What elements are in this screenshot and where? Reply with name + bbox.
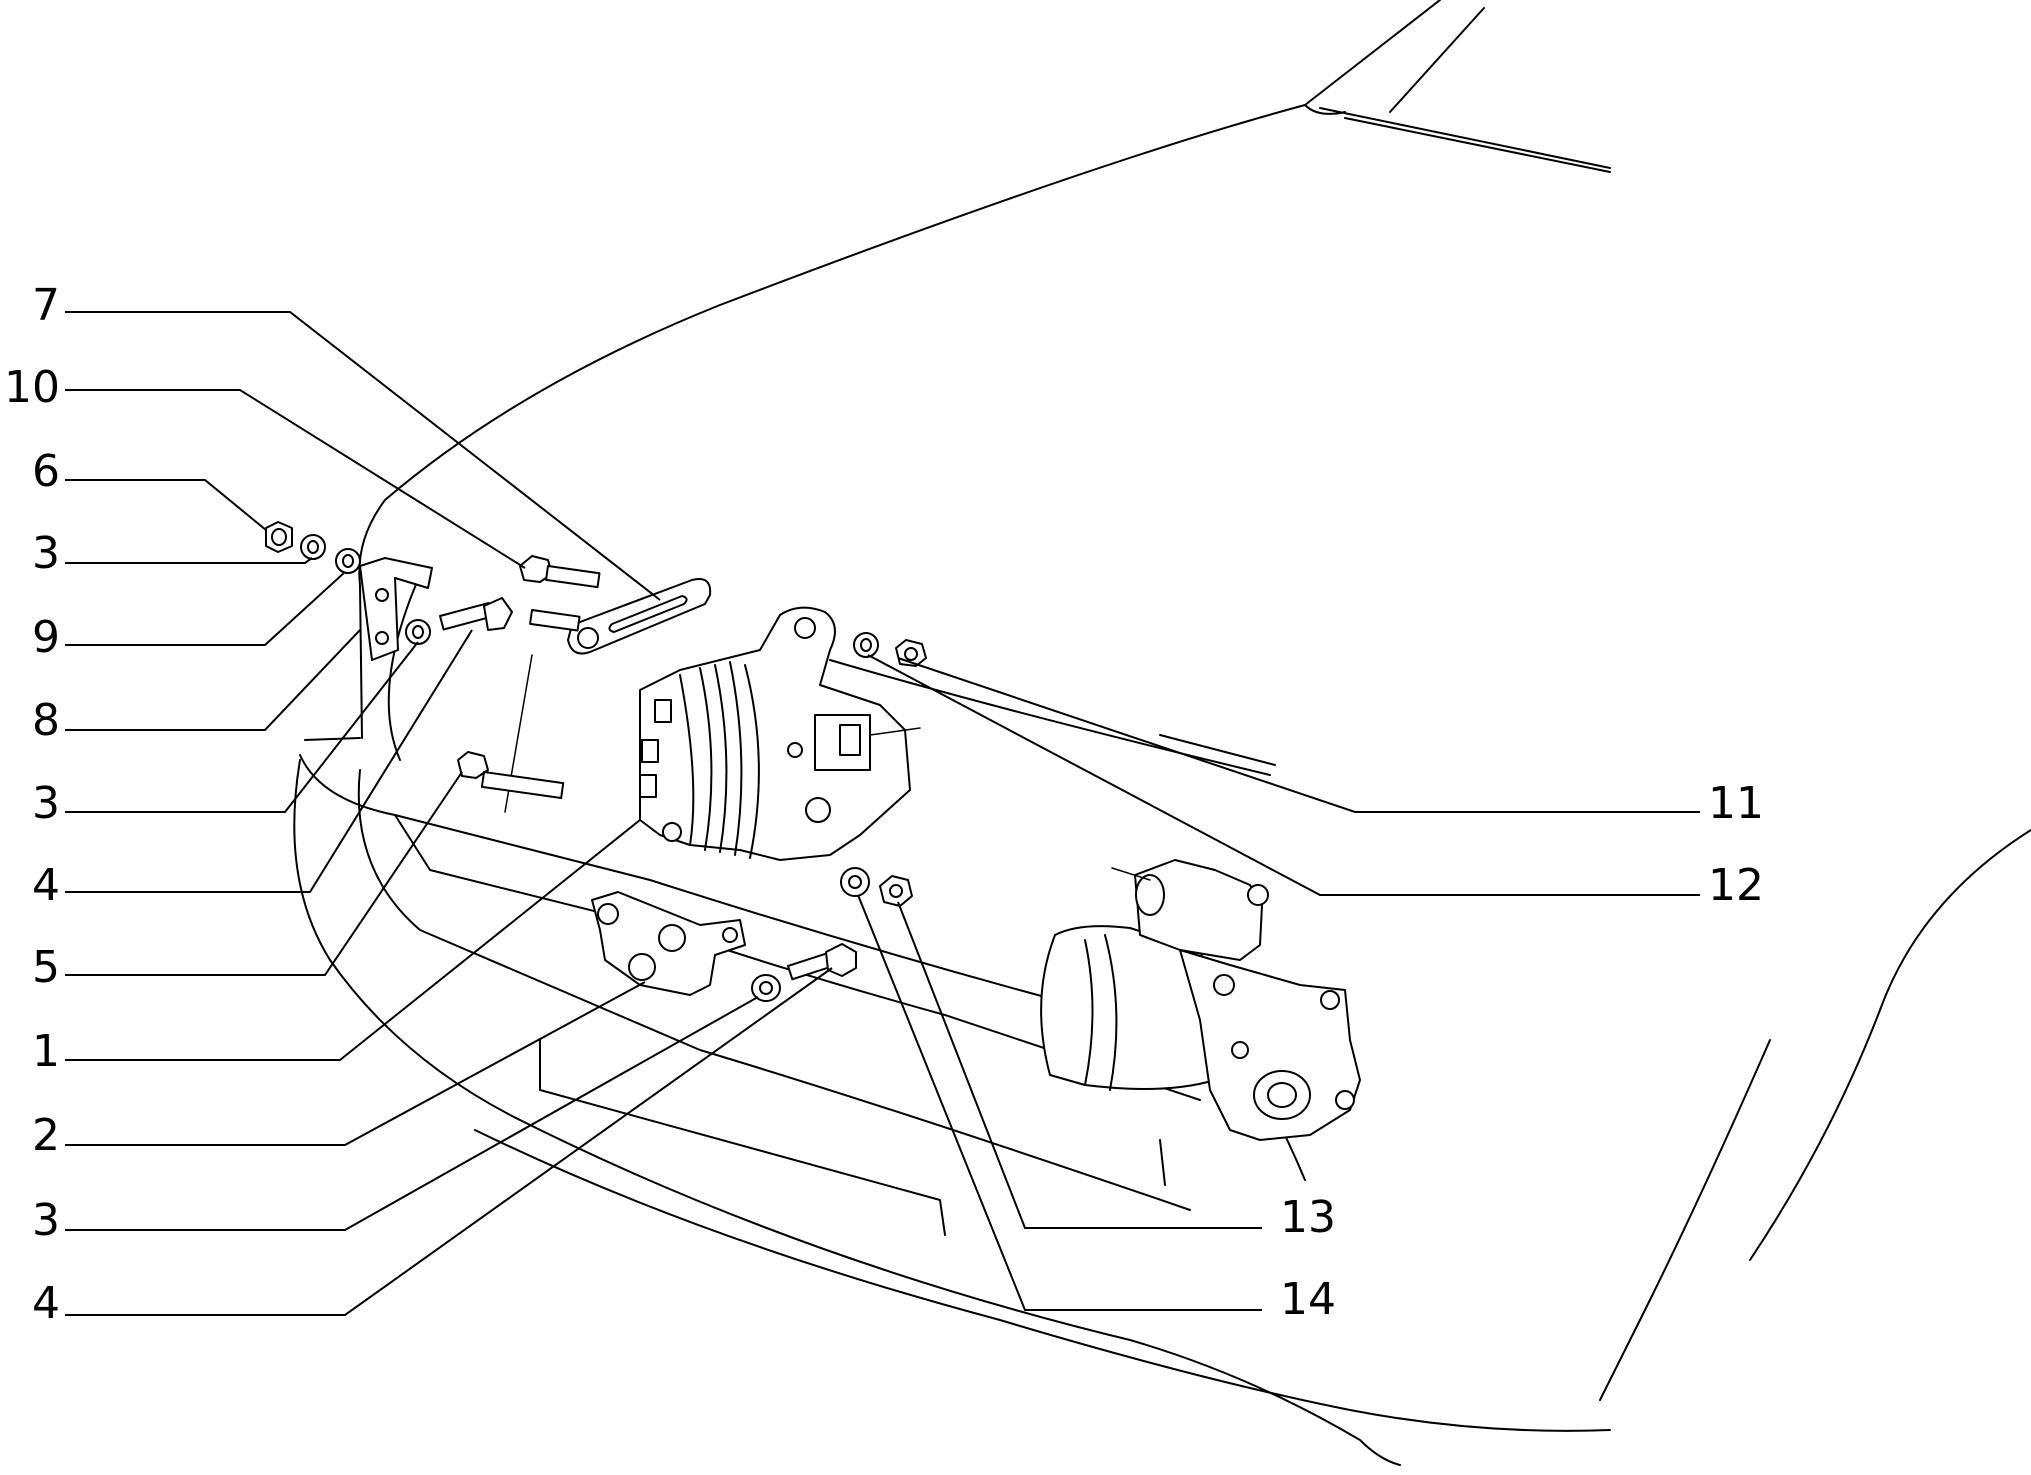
callout-3c: 3 bbox=[32, 1195, 60, 1246]
leader-13 bbox=[897, 901, 1262, 1229]
washer-14 bbox=[840, 867, 870, 897]
leader-14 bbox=[857, 894, 1262, 1311]
leader-3c bbox=[65, 996, 759, 1231]
nut-6 bbox=[265, 521, 293, 553]
callout-1: 1 bbox=[32, 1026, 60, 1077]
washer-11 bbox=[853, 632, 879, 658]
leader-3a bbox=[65, 557, 313, 564]
nut-13 bbox=[879, 875, 913, 907]
callout-7: 7 bbox=[32, 280, 60, 331]
leader-6 bbox=[65, 479, 267, 531]
callout-8: 8 bbox=[32, 695, 60, 746]
callout-12: 12 bbox=[1708, 860, 1764, 911]
leader-12 bbox=[867, 654, 1700, 896]
leader-2 bbox=[65, 981, 646, 1146]
leader-10 bbox=[65, 389, 526, 569]
washer-3-lower bbox=[751, 974, 781, 1002]
bolt-5 bbox=[457, 751, 565, 799]
callout-4b: 4 bbox=[32, 1278, 60, 1329]
leader-11 bbox=[897, 657, 1700, 813]
callout-3b: 3 bbox=[32, 778, 60, 829]
callout-2: 2 bbox=[32, 1110, 60, 1161]
callout-10: 10 bbox=[4, 362, 60, 413]
leader-1 bbox=[65, 819, 641, 1061]
callout-11: 11 bbox=[1708, 778, 1764, 829]
callout-4a: 4 bbox=[32, 860, 60, 911]
leader-5 bbox=[65, 771, 463, 976]
bolt-link-pin bbox=[529, 609, 581, 632]
washer-9 bbox=[335, 548, 361, 574]
leader-9 bbox=[65, 571, 346, 646]
callout-5: 5 bbox=[32, 942, 60, 993]
bolt-10 bbox=[519, 555, 601, 589]
callout-6: 6 bbox=[32, 446, 60, 497]
leader-lines bbox=[65, 311, 1700, 1316]
bolt-4-lower bbox=[786, 943, 857, 981]
callout-13: 13 bbox=[1280, 1192, 1336, 1243]
bracket-8 bbox=[359, 557, 433, 661]
mounting-bracket-2 bbox=[591, 891, 746, 996]
leader-3b bbox=[65, 641, 419, 813]
washer-3-bracket bbox=[405, 619, 431, 645]
callout-14: 14 bbox=[1280, 1274, 1336, 1325]
adjusting-link-7 bbox=[567, 578, 712, 655]
alternator-1 bbox=[639, 606, 921, 861]
starter-motor bbox=[1040, 859, 1361, 1141]
leader-8 bbox=[65, 629, 361, 731]
callout-3a: 3 bbox=[32, 528, 60, 579]
leader-4b bbox=[65, 967, 833, 1316]
callout-numbers: 7 10 6 3 9 8 3 4 5 1 2 3 4 11 12 13 14 bbox=[4, 280, 1764, 1329]
bolt-4-upper bbox=[439, 597, 513, 631]
leader-7 bbox=[65, 311, 661, 601]
callout-9: 9 bbox=[32, 612, 60, 663]
washer-3-upper bbox=[300, 534, 326, 560]
car-body-outline bbox=[293, 0, 2031, 1466]
leader-4a bbox=[65, 629, 473, 893]
